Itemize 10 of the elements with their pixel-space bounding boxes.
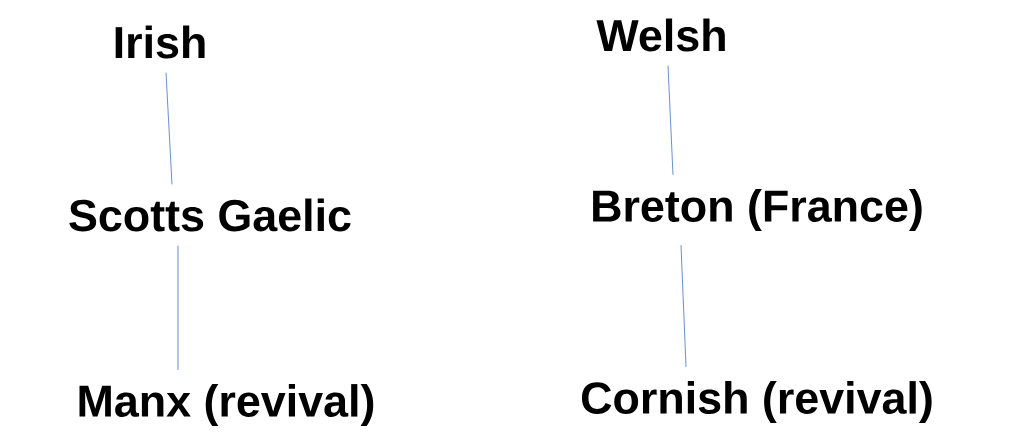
connector-line bbox=[165, 72, 173, 185]
language-label: Irish bbox=[115, 25, 205, 59]
language-label: Welsh bbox=[596, 18, 725, 52]
connector-line bbox=[667, 65, 674, 176]
connector-line bbox=[680, 244, 687, 368]
language-label: Breton (France) bbox=[593, 189, 922, 231]
language-label: Scotts Gaelic bbox=[69, 198, 351, 232]
language-label: Manx (revival) bbox=[79, 384, 374, 426]
language-label: Cornish (revival) bbox=[581, 381, 932, 423]
connector-line bbox=[177, 245, 179, 371]
